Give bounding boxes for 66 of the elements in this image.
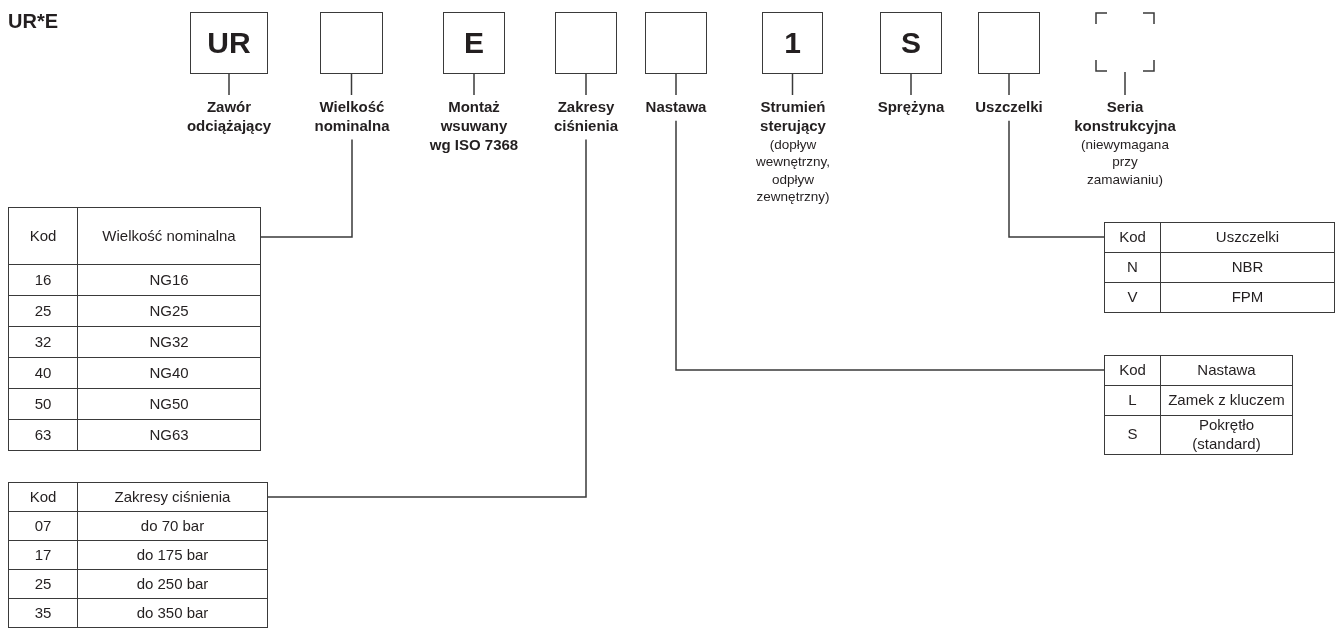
table-cell: 40	[8, 357, 78, 389]
code-box: E	[443, 12, 505, 74]
leader-line	[1008, 120, 1105, 238]
column-header: Kod	[8, 482, 78, 512]
code-table	[1104, 355, 1293, 455]
column-header: Zakresy ciśnienia	[77, 482, 268, 512]
code-table	[1104, 222, 1335, 313]
table-cell: NBR	[1160, 252, 1335, 283]
table-cell: Pokrętło (standard)	[1160, 415, 1293, 454]
diagram-title: UR*E	[8, 10, 58, 33]
table-cell: NG50	[77, 388, 261, 420]
leader-line	[1124, 71, 1126, 96]
code-table	[8, 207, 261, 451]
code-box	[978, 12, 1040, 74]
leader-line	[473, 73, 475, 96]
leader-line	[260, 138, 353, 238]
column-header: Kod	[1104, 222, 1161, 253]
table-cell: 32	[8, 326, 78, 358]
table-cell: NG25	[77, 295, 261, 327]
table-cell: 25	[8, 295, 78, 327]
code-box: 1	[762, 12, 823, 74]
table-cell: NG63	[77, 419, 261, 451]
table-cell: NG32	[77, 326, 261, 358]
table-cell: 07	[8, 511, 78, 541]
leader-line	[791, 73, 794, 96]
field-label: Sprężyna	[877, 98, 945, 117]
table-cell: 25	[8, 569, 78, 599]
table-cell: NG16	[77, 264, 261, 296]
table-cell: 35	[8, 598, 78, 628]
column-header: Kod	[1104, 355, 1161, 386]
table-cell: S	[1104, 415, 1161, 454]
table-cell: 63	[8, 419, 78, 451]
leader-line	[910, 73, 912, 96]
leader-line	[1008, 73, 1010, 96]
field-label: Montaż wsuwany wg ISO 7368	[429, 98, 519, 155]
code-box	[555, 12, 617, 74]
code-box	[320, 12, 383, 74]
column-header: Uszczelki	[1160, 222, 1335, 253]
leader-line	[228, 73, 230, 96]
table-cell: do 175 bar	[77, 540, 268, 570]
code-box: UR	[190, 12, 268, 74]
table-cell: 50	[8, 388, 78, 420]
table-cell: NG40	[77, 357, 261, 389]
table-cell: do 70 bar	[77, 511, 268, 541]
table-cell: N	[1104, 252, 1161, 283]
table-cell: Zamek z kluczem	[1160, 385, 1293, 416]
code-box: S	[880, 12, 942, 74]
code-box	[645, 12, 707, 74]
leader-line	[350, 73, 353, 96]
table-cell: 16	[8, 264, 78, 296]
leader-line	[585, 73, 587, 96]
table-cell: FPM	[1160, 282, 1335, 313]
column-header: Wielkość nominalna	[77, 207, 261, 265]
table-cell: do 250 bar	[77, 569, 268, 599]
field-label: Seria konstrukcyjna	[1074, 98, 1176, 136]
bracket-frame	[1095, 12, 1155, 72]
table-cell: do 350 bar	[77, 598, 268, 628]
leader-line	[675, 120, 1105, 371]
table-cell: V	[1104, 282, 1161, 313]
column-header: Kod	[8, 207, 78, 265]
table-cell: 17	[8, 540, 78, 570]
leader-line	[267, 138, 587, 498]
column-header: Nastawa	[1160, 355, 1293, 386]
leader-line	[675, 73, 677, 96]
table-cell: L	[1104, 385, 1161, 416]
code-table	[8, 482, 268, 628]
